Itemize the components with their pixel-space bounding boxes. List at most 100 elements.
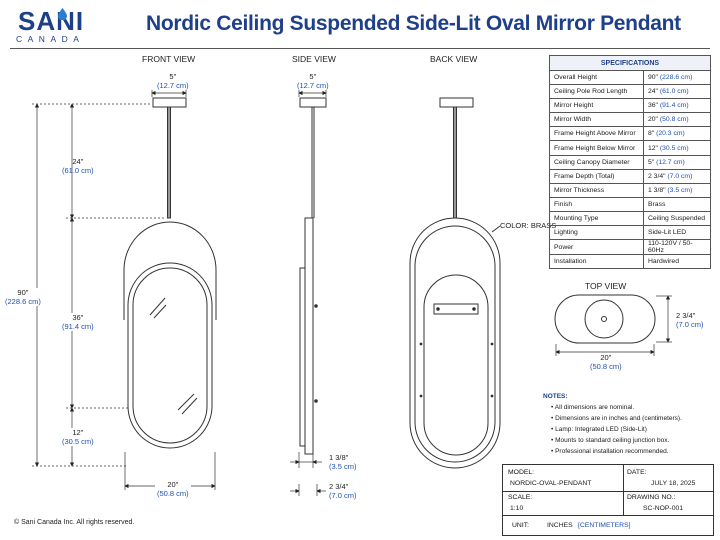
- dim-canopy-side-label: 5"(12.7 cm): [297, 72, 329, 90]
- scale-value: 1:10: [510, 505, 524, 512]
- brand-logo-subtitle: CANADA: [16, 34, 85, 44]
- spec-key: Mirror Height: [549, 98, 644, 114]
- spec-value-main: 12": [648, 144, 658, 152]
- spec-key: Frame Height Below Mirror: [549, 140, 644, 156]
- side-canopy: [299, 97, 327, 108]
- spec-value-main: 5": [648, 158, 655, 166]
- spec-value-main: Brass: [648, 200, 666, 208]
- model-value: NORDIC-OVAL-PENDANT: [510, 480, 592, 487]
- unit-label: UNIT:: [512, 522, 529, 529]
- side-mirror: [299, 267, 306, 447]
- front-view-drawing: [123, 97, 217, 449]
- spec-value-main: 1 3/8": [648, 186, 666, 194]
- top-canopy: [584, 299, 624, 339]
- front-mirror-outer: [127, 262, 213, 449]
- top-view-label: TOP VIEW: [585, 281, 627, 291]
- spec-value-main: 90": [648, 74, 658, 82]
- front-reflection: [153, 304, 167, 319]
- spec-row: Frame Depth (Total)2 3/4" (7.0 cm): [549, 168, 711, 184]
- spec-value: 24" (61.0 cm): [643, 84, 711, 100]
- back-panel: [423, 274, 489, 456]
- title-block: MODEL: NORDIC-OVAL-PENDANT DATE: JULY 18…: [502, 464, 714, 536]
- spec-key: Frame Height Above Mirror: [549, 126, 644, 142]
- spec-row: Finish Brass: [549, 196, 711, 212]
- scale-label: SCALE:: [508, 494, 533, 501]
- dim-width-front-label: 20"(50.8 cm): [155, 480, 191, 498]
- notes-list: All dimensions are nominal.Dimensions ar…: [543, 402, 682, 457]
- front-frame-arch: [123, 221, 217, 320]
- spec-value-metric: (7.0 cm): [667, 172, 693, 180]
- spec-key: Mirror Thickness: [549, 182, 644, 198]
- note-item: Mounts to standard ceiling junction box.: [551, 435, 682, 446]
- note-item: Professional installation recommended.: [551, 446, 682, 457]
- spec-value-main: 8": [648, 130, 655, 138]
- front-canopy: [152, 97, 187, 108]
- dim-depth-label: 2 3/4"(7.0 cm): [329, 482, 357, 500]
- brand-logo-text: SANI: [18, 6, 85, 36]
- drawing-number-label: DRAWING NO.:: [627, 494, 676, 501]
- back-bracket: [433, 303, 479, 315]
- spec-value: 5" (12.7 cm): [643, 154, 711, 170]
- side-frame: [304, 217, 314, 455]
- note-item: Dimensions are in inches and (centimeter…: [551, 413, 682, 424]
- spec-value: 1 3/8" (3.5 cm): [643, 182, 711, 198]
- spec-key: Ceiling Canopy Diameter: [549, 154, 644, 170]
- side-bolt: [314, 399, 318, 403]
- copyright: © Sani Canada Inc. All rights reserved.: [14, 519, 135, 526]
- dim-overall-label: 90"(228.6 cm): [5, 288, 41, 306]
- spec-value: 2 3/4" (7.0 cm): [643, 168, 711, 184]
- dim-thickness-label: 1 3/8"(3.5 cm): [329, 453, 357, 471]
- spec-value-main: Hardwired: [648, 258, 679, 266]
- note-item: All dimensions are nominal.: [551, 402, 682, 413]
- spec-value-metric: (3.5 cm): [667, 186, 693, 194]
- spec-value-main: 2 3/4": [648, 172, 666, 180]
- note-item: Lamp: Integrated LED (Side-Lit): [551, 424, 682, 435]
- spec-value: 36" (91.4 cm): [643, 98, 711, 114]
- color-callout: COLOR: BRASS: [500, 221, 557, 230]
- front-reflection: [149, 297, 166, 316]
- front-mirror-inner: [132, 267, 208, 444]
- spec-value: Ceiling Suspended: [643, 210, 711, 227]
- spec-key: Ceiling Pole Rod Length: [549, 84, 644, 100]
- front-reflection: [181, 397, 198, 415]
- side-view-label: SIDE VIEW: [292, 54, 336, 64]
- unit-centimeters: [CENTIMETERS]: [578, 522, 631, 529]
- side-dimensions: [290, 90, 327, 496]
- spec-value-metric: (61.0 cm): [659, 88, 689, 96]
- spec-key: Mounting Type: [549, 210, 644, 227]
- side-view-drawing: [299, 97, 327, 455]
- spec-value: 110-120V / 50-60Hz: [643, 239, 711, 256]
- model-label: MODEL:: [508, 469, 535, 476]
- spec-key: Power: [549, 239, 644, 256]
- spec-value-main: 36": [648, 102, 658, 110]
- back-view-drawing: [409, 97, 501, 469]
- spec-value: Side-Lit LED: [643, 225, 711, 241]
- spec-key: Mirror Width: [549, 112, 644, 128]
- front-rod-fill: [167, 106, 171, 219]
- spec-key: Overall Height: [549, 69, 644, 86]
- spec-key: Finish: [549, 196, 644, 212]
- spec-value-main: 24": [648, 88, 658, 96]
- spec-value-metric: (12.7 cm): [656, 158, 685, 166]
- dim-canopy-front-label: 5"(12.7 cm): [157, 72, 189, 90]
- spec-value-main: 110-120V / 50-60Hz: [648, 240, 693, 255]
- date-label: DATE:: [627, 469, 647, 476]
- page-title: Nordic Ceiling Suspended Side-Lit Oval M…: [146, 12, 681, 35]
- dim-top-width-label: 20"(50.8 cm): [590, 353, 622, 371]
- drawing-number-value: SC-NOP-001: [643, 505, 684, 512]
- back-frame-outer: [409, 217, 501, 469]
- notes-section: NOTES: All dimensions are nominal.Dimens…: [543, 391, 682, 457]
- date-value: JULY 18, 2025: [651, 480, 696, 487]
- back-canopy: [439, 97, 474, 108]
